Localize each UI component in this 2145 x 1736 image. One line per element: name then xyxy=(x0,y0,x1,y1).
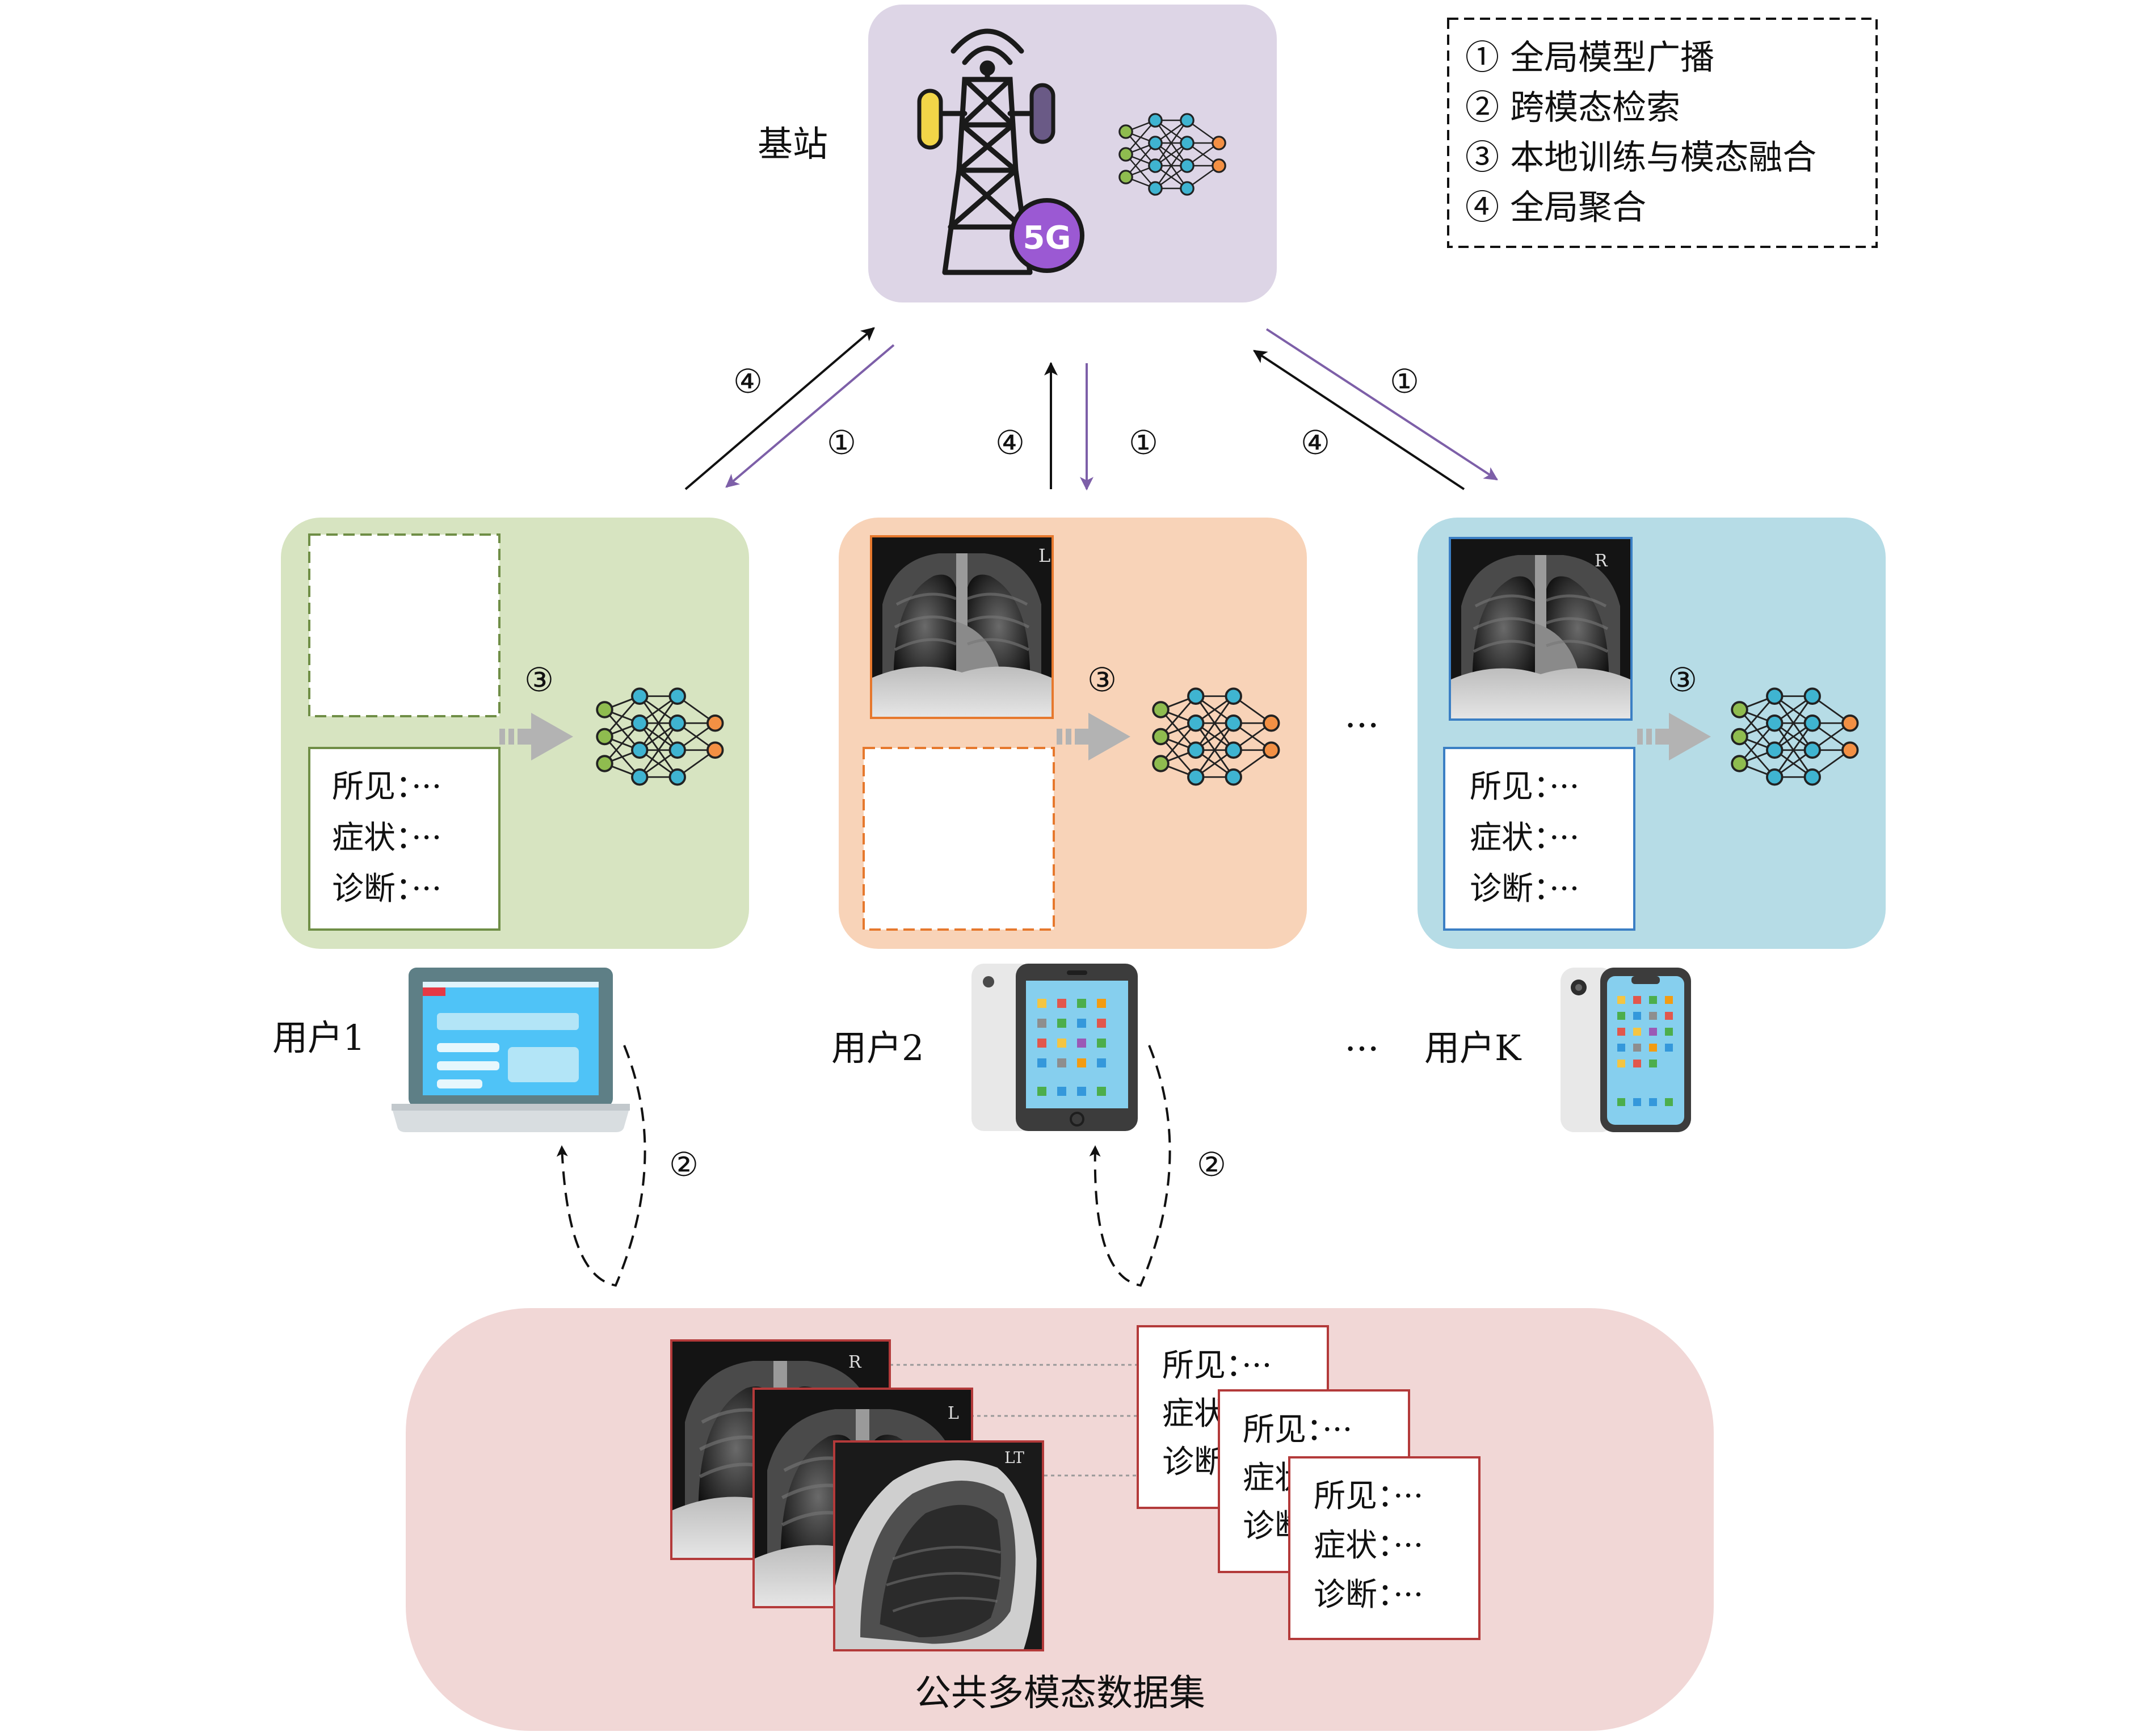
userk-report-diagnosis: 诊断：··· xyxy=(1470,871,1579,907)
5g-badge-label: 5G xyxy=(1023,220,1071,257)
step-label-aggregation-k: ④ xyxy=(1301,423,1330,462)
legend-item-retrieval: ② 跨模态检索 xyxy=(1465,88,1680,128)
panel-ellipsis: ··· xyxy=(1344,705,1379,747)
user2-label: 用户2 xyxy=(831,1027,924,1069)
tablet-icon xyxy=(971,964,1138,1131)
retrieval-arrow-user1 xyxy=(556,1045,646,1287)
user2-image-border xyxy=(870,535,1054,719)
public-dataset: R L LT 所见：··· 症状：··· 诊断：··· 所见：··· 症状：··… xyxy=(406,1308,1714,1731)
svg-text:所见：···: 所见：··· xyxy=(1162,1347,1272,1384)
legend-border xyxy=(1447,18,1878,248)
userk-label: 用户K xyxy=(1424,1027,1522,1069)
userk-image-border xyxy=(1449,537,1633,721)
userk-step-label-local-training: ③ xyxy=(1668,661,1697,699)
antenna-left-icon xyxy=(917,89,943,150)
step-label-broadcast-2: ① xyxy=(1129,423,1158,462)
dataset-label: 公共多模态数据集 xyxy=(915,1672,1205,1714)
user2-xray-image xyxy=(871,536,1053,718)
user1-missing-image-slot xyxy=(308,533,500,717)
laptop-icon xyxy=(392,968,630,1132)
dataset-xray-2-marker: L xyxy=(948,1403,959,1423)
step-label-broadcast-k: ① xyxy=(1390,362,1419,401)
step-label-aggregation-2: ④ xyxy=(995,423,1025,462)
retrieval-arrows: ② ② xyxy=(556,1045,1226,1287)
aggregate-arrow-userk xyxy=(1252,350,1465,490)
step-label-aggregation-1: ④ xyxy=(733,362,763,401)
user2-device: 用户2 xyxy=(831,964,1138,1131)
user1-step-label-local-training: ③ xyxy=(524,661,554,699)
userk-report-symptoms: 症状：··· xyxy=(1470,819,1579,856)
legend-item-broadcast: ① 全局模型广播 xyxy=(1465,38,1714,78)
user2-panel: L ③ xyxy=(839,518,1307,949)
device-ellipsis: ··· xyxy=(1344,1028,1379,1070)
userk-report-card xyxy=(1443,747,1635,931)
userk-xray-marker: R xyxy=(1595,551,1608,571)
aggregate-arrow-user1 xyxy=(684,327,875,490)
user1-report-diagnosis: 诊断：··· xyxy=(332,871,441,907)
svg-text:诊断：···: 诊断：··· xyxy=(1314,1577,1423,1613)
svg-text:所见：···: 所见：··· xyxy=(1243,1411,1352,1448)
dataset-xray-3: LT xyxy=(834,1441,1043,1650)
user1-panel: 所见：··· 症状：··· 诊断：··· ③ xyxy=(281,518,749,949)
dataset-xray-3-marker: LT xyxy=(1004,1448,1024,1467)
base-station-label: 基站 xyxy=(758,123,828,165)
legend-item-local-training: ③ 本地训练与模态融合 xyxy=(1465,138,1816,178)
broadcast-arrow-userk xyxy=(1265,328,1499,481)
svg-text:所见：···: 所见：··· xyxy=(1314,1478,1423,1515)
communication-arrows: ④ ① ④ ① ① ④ xyxy=(684,327,1499,491)
user1-label: 用户1 xyxy=(272,1017,365,1058)
userk-report-findings: 所见：··· xyxy=(1470,768,1579,805)
user1-device: 用户1 xyxy=(272,968,630,1132)
dataset-background xyxy=(406,1308,1714,1731)
dataset-xray-1-marker: R xyxy=(848,1352,862,1372)
userk-device: 用户K xyxy=(1424,968,1691,1132)
broadcast-arrow-user1 xyxy=(725,344,895,488)
user2-missing-report-slot xyxy=(863,747,1055,931)
step-label-retrieval-1: ② xyxy=(669,1145,699,1184)
step-label-retrieval-2: ② xyxy=(1197,1145,1226,1184)
user1-report-card xyxy=(308,747,500,931)
userk-panel: R 所见：··· 症状：··· 诊断：··· ③ xyxy=(1418,518,1886,949)
user2-xray-marker: L xyxy=(1038,545,1050,566)
dataset-report-3: 所见：··· 症状：··· 诊断：··· xyxy=(1288,1456,1481,1640)
svg-text:症状：···: 症状：··· xyxy=(1314,1527,1423,1564)
smartphone-icon xyxy=(1561,968,1691,1132)
user2-step-label-local-training: ③ xyxy=(1087,661,1117,699)
legend: ① 全局模型广播 ② 跨模态检索 ③ 本地训练与模态融合 ④ 全局聚合 xyxy=(1447,18,1878,248)
retrieval-arrow-user2 xyxy=(1089,1045,1171,1287)
legend-item-aggregation: ④ 全局聚合 xyxy=(1465,188,1646,228)
user1-report-findings: 所见：··· xyxy=(332,768,441,805)
step-label-broadcast-1: ① xyxy=(827,423,856,462)
user1-report-symptoms: 症状：··· xyxy=(332,819,441,856)
5g-badge-icon xyxy=(1010,198,1084,273)
base-station: 基站 5G xyxy=(758,5,1277,302)
antenna-right-icon xyxy=(1029,83,1055,144)
